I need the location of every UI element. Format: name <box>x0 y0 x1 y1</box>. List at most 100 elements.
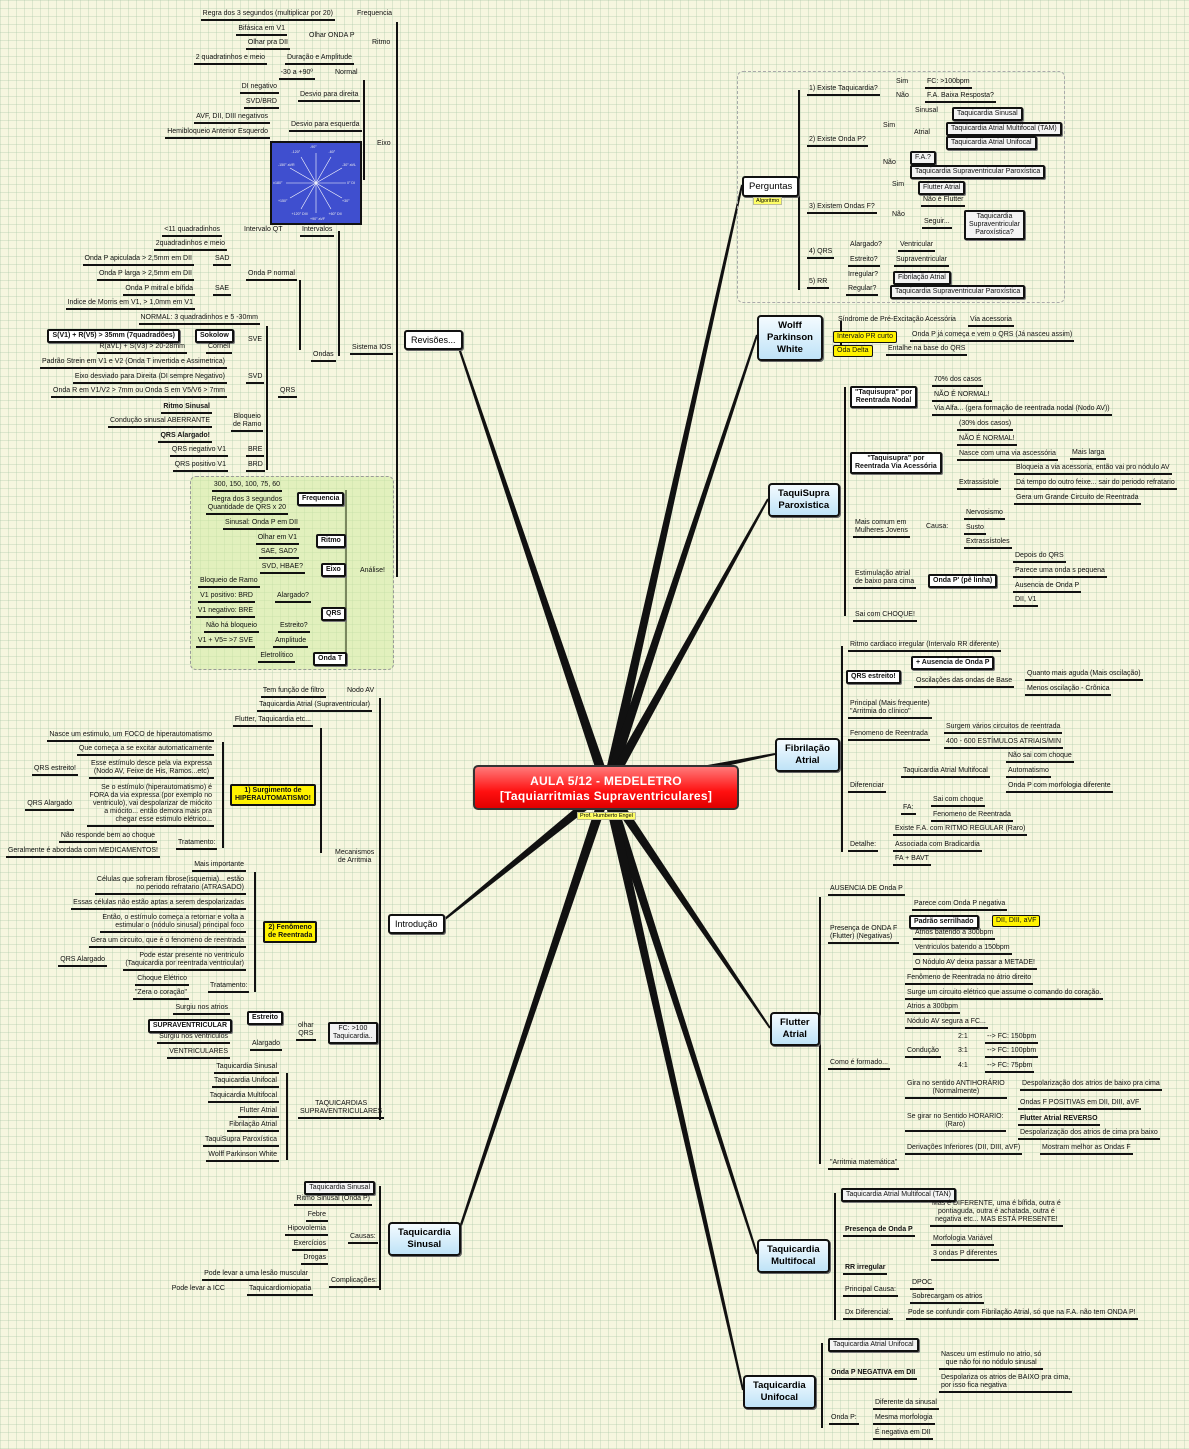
perg-node-9[interactable]: Taquicardia Atrial Multifocal (TAM) <box>946 122 1062 136</box>
intro-node-7[interactable]: QRS estreito! <box>31 765 78 776</box>
sinusal-node-8[interactable]: Complicações: <box>329 1277 379 1288</box>
tsp-node-7[interactable]: Nasce com uma via ascessória <box>957 450 1058 461</box>
perg-node-23[interactable]: Alargado? <box>850 241 882 248</box>
intro-node-14[interactable]: Mecanismos de Arritmia <box>335 849 375 864</box>
rev-node-18[interactable]: Intervalo QT <box>244 226 283 233</box>
intro-node-15[interactable]: Mais importante <box>192 861 246 872</box>
rev-node-39[interactable]: Onda R em V1/V2 > 7mm ou Onda S em V5/V6… <box>51 387 227 398</box>
perg-node-14[interactable]: Taquicardia Supraventricular Paroxística <box>910 165 1046 179</box>
intro-node-19[interactable]: 2) Fenômeno de Reentrada <box>263 921 318 943</box>
rev-node-28[interactable]: NORMAL: 3 quadradinhos e 5 -30mm <box>138 314 260 325</box>
rev-node-2[interactable]: Bifásica em V1 <box>236 25 287 36</box>
topic-taquisupra[interactable]: TaquiSupra Paroxistica <box>768 483 840 517</box>
rev-node-31[interactable]: SVE <box>248 336 263 343</box>
tsp-node-13[interactable]: Mais comum em Mulheres Jovens <box>853 519 910 538</box>
analise-node-13[interactable]: V1 negativo: BRE <box>195 607 255 618</box>
mf-node-9[interactable]: Dx Diferencial: <box>843 1309 893 1320</box>
uf-node-2[interactable]: Nasceu um estímulo no atrio, só que não … <box>939 1351 1044 1370</box>
intro-node-25[interactable]: "Zera o coração" <box>132 989 189 1000</box>
mf-node-8[interactable]: Sobrecargam os atrios <box>910 1293 985 1304</box>
rev-node-10[interactable]: DI negativo <box>239 83 279 94</box>
wpw-node-3[interactable]: Onda P já começa e vem o QRS (Já nasceu … <box>910 331 1075 342</box>
analise-node-18[interactable]: Amplitude <box>273 637 309 648</box>
rev-node-36[interactable]: Padrão Strein em V1 e V2 (Onda T inverti… <box>40 358 227 369</box>
rev-node-43[interactable]: Condução sinusal ABERRANTE <box>108 417 212 428</box>
fl-node-10[interactable]: Atrios a 300bpm <box>905 1003 960 1014</box>
tsp-node-14[interactable]: Causa: <box>926 523 949 530</box>
analise-node-2[interactable]: Regra dos 3 segundos Quantidade de QRS x… <box>205 496 288 515</box>
rev-node-23[interactable]: Onda P larga > 2,5mm em DII <box>96 270 194 281</box>
tsp-node-20[interactable]: Depois do QRS <box>1013 552 1066 563</box>
tsp-node-4[interactable]: (30% dos casos) <box>957 420 1014 431</box>
intro-node-33[interactable]: VENTRICULARES <box>167 1048 230 1059</box>
fa-node-5[interactable]: Menos oscilação - Crônica <box>1025 685 1112 696</box>
fl-node-24[interactable]: Flutter Atrial REVERSO <box>1018 1115 1100 1126</box>
fl-node-2[interactable]: Parece com Onda P negativa <box>912 900 1008 911</box>
intro-node-11[interactable]: Não responde bem ao choque <box>58 832 157 843</box>
topic-wpw[interactable]: Wolff Parkinson White <box>757 315 823 361</box>
perg-node-2[interactable]: FC: >100bpm <box>925 78 972 89</box>
mf-node-5[interactable]: RR irregular <box>843 1264 888 1275</box>
sinusal-node-6[interactable]: Causas: <box>348 1233 378 1244</box>
wpw-node-4[interactable]: Oda Delta <box>833 345 873 357</box>
analise-node-16[interactable]: Estreito? <box>278 622 310 633</box>
rev-node-33[interactable]: Cornell <box>206 343 233 354</box>
mf-node-3[interactable]: Morfologia Variável <box>931 1235 995 1246</box>
fl-node-13[interactable]: --> FC: 150bpm <box>985 1033 1039 1044</box>
rev-node-42[interactable]: Bloqueio de Ramo <box>231 413 264 432</box>
intro-node-10[interactable]: 1) Surgimento de HIPERAUTOMATISMO! <box>230 784 316 806</box>
rev-node-17[interactable]: <11 quadradinhos <box>162 226 222 237</box>
fa-node-2[interactable]: + Ausencia de Onda P <box>911 656 995 670</box>
tsp-node-16[interactable]: Susto <box>964 524 986 535</box>
fl-node-3[interactable]: Padrão serrilhado <box>909 915 979 929</box>
intro-node-23[interactable]: Choque Elétrico <box>135 975 189 986</box>
analise-node-3[interactable]: Sinusal: Onda P em DII <box>222 519 300 530</box>
rev-node-22[interactable]: SAD <box>213 255 232 266</box>
tsp-node-3[interactable]: Via Alfa... (gera formação de reentrada … <box>932 405 1112 416</box>
fa-node-3[interactable]: Oscilações das ondas de Base <box>914 677 1015 688</box>
rev-node-4[interactable]: Olhar pra DII <box>245 39 290 50</box>
rev-node-34[interactable]: Ondas <box>311 351 336 362</box>
mf-node-0[interactable]: Taquicardia Atrial Multifocal (TAN) <box>841 1188 956 1202</box>
fl-node-18[interactable]: --> FC: 75pbm <box>985 1062 1035 1073</box>
perg-node-18[interactable]: Não é Flutter <box>921 196 966 207</box>
tsp-node-5[interactable]: "Taquisupra" por Reentrada Via Acessória <box>850 452 942 474</box>
fl-node-5[interactable]: Atrios batendo a 300bpm <box>913 929 996 940</box>
intro-node-4[interactable]: Nasce um estimulo, um FOCO de hiperautom… <box>47 731 214 742</box>
rev-node-8[interactable]: -30 a +90º <box>278 69 315 80</box>
fl-node-23[interactable]: Se girar no Sentido HORARIO: (Raro) <box>905 1113 1006 1132</box>
perg-node-11[interactable]: 2) Existe Onda P? <box>807 136 868 147</box>
mf-node-2[interactable]: Presença de Onda P <box>843 1226 915 1237</box>
fa-node-17[interactable]: Fenomeno de Reentrada <box>931 811 1013 822</box>
fa-node-15[interactable]: FA: <box>901 804 916 815</box>
fa-node-4[interactable]: Quanto mais aguda (Mais oscilação) <box>1025 670 1143 681</box>
tsp-node-17[interactable]: Extrassístoles <box>964 538 1012 549</box>
analise-node-9[interactable]: Análise! <box>360 567 385 574</box>
fl-node-1[interactable]: Presença de ONDA F (Flutter) (Negativas) <box>828 925 900 944</box>
analise-node-12[interactable]: Alargado? <box>275 592 311 603</box>
rev-node-9[interactable]: Normal <box>335 69 358 76</box>
perg-node-22[interactable]: 4) QRS <box>807 248 835 259</box>
tsp-node-19[interactable]: Onda P' (pê linha) <box>928 574 998 588</box>
fl-node-7[interactable]: O Nódulo AV deixa passar a METADE! <box>913 959 1037 970</box>
tsp-node-8[interactable]: Mais larga <box>1070 449 1107 460</box>
intro-node-3[interactable]: Flutter, Taquicardia etc... <box>232 716 313 727</box>
fa-node-10[interactable]: Diferenciar <box>848 782 886 793</box>
sinusal-node-4[interactable]: Exercícios <box>291 1240 328 1251</box>
tsp-node-24[interactable]: Sai com CHOQUE! <box>853 611 917 622</box>
intro-node-34[interactable]: Taquicardia Sinusal <box>214 1063 279 1074</box>
tsp-node-10[interactable]: Bloqueia a via acessoria, então vai pro … <box>1014 464 1172 475</box>
analise-node-14[interactable]: QRS <box>321 607 347 621</box>
rev-node-35[interactable]: Sistema IOS <box>350 344 394 355</box>
sinusal-node-5[interactable]: Drogas <box>301 1254 328 1265</box>
sinusal-node-10[interactable]: Taquicardiomiopatia <box>247 1285 314 1296</box>
perg-node-6[interactable]: Taquicardia Sinusal <box>952 107 1023 121</box>
perg-node-3[interactable]: Não <box>896 92 909 99</box>
intro-node-1[interactable]: Nodo AV <box>347 687 375 694</box>
perg-node-5[interactable]: Sinusal <box>915 107 938 114</box>
fa-node-8[interactable]: Surgem vários circuitos de reentrada <box>944 723 1063 734</box>
fl-node-26[interactable]: Derivações Inferiores (DII, DIII, aVF) <box>905 1144 1023 1155</box>
rev-node-44[interactable]: QRS Alargado! <box>158 432 212 443</box>
rev-node-21[interactable]: Onda P apiculada > 2,5mm em DII <box>82 255 194 266</box>
topic-perguntas[interactable]: Perguntas <box>742 176 800 197</box>
